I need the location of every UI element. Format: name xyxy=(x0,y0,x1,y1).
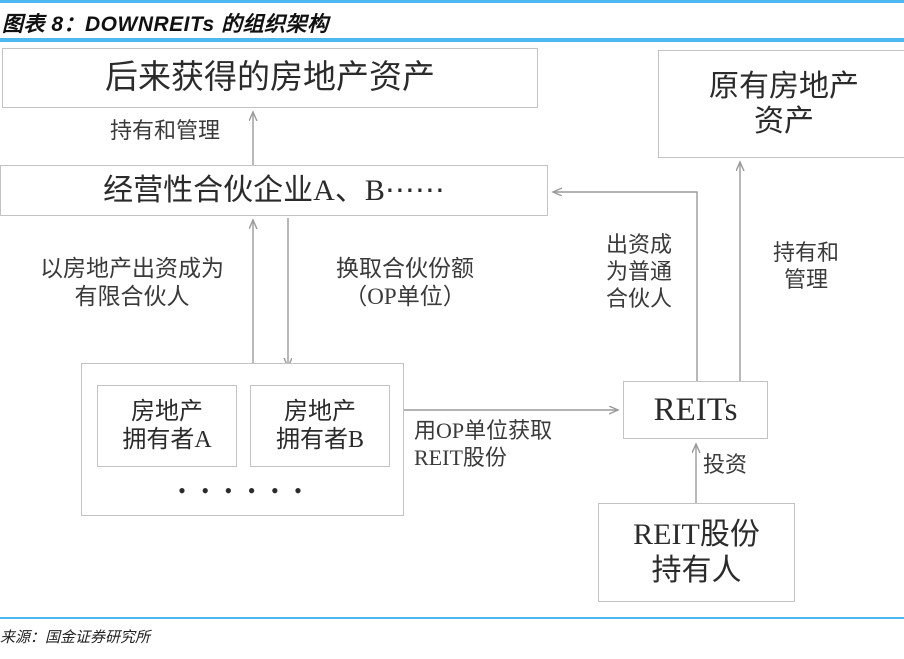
footer-divider-rule xyxy=(0,617,904,619)
edge-label-contribute-as-limited-partner: 以房地产出资成为 有限合伙人 xyxy=(40,256,224,310)
edge-label-invest: 投资 xyxy=(703,452,748,477)
node-reit-shareholders: REIT股份 持有人 xyxy=(598,503,795,602)
figure-title: 图表 8：DOWNREITs 的组织架构 xyxy=(2,13,329,36)
node-property-owner-a: 房地产 拥有者A xyxy=(97,385,237,467)
node-existing-real-estate-assets: 原有房地产 资产 xyxy=(658,50,904,158)
edge-label-hold-and-manage-left: 持有和管理 xyxy=(110,118,221,143)
edge-label-op-units-for-reit-shares: 用OP单位获取 REIT股份 xyxy=(414,418,553,470)
owners-ellipsis-label: • • • • • • xyxy=(178,478,307,503)
edge-label-exchange-op-units: 换取合伙份额 （OP单位） xyxy=(336,256,474,310)
title-divider-rule xyxy=(0,38,904,42)
node-reits: REITs xyxy=(623,381,768,439)
node-operating-partnership: 经营性合伙企业A、B⋯⋯ xyxy=(0,165,548,216)
source-note: 来源：国金证券研究所 xyxy=(0,629,151,646)
node-property-owner-b: 房地产 拥有者B xyxy=(250,385,390,467)
node-acquired-real-estate-assets: 后来获得的房地产资产 xyxy=(2,48,538,108)
edge-label-hold-and-manage-right: 持有和 管理 xyxy=(772,240,839,292)
edge-label-contribute-as-general-partner: 出资成 为普通 合伙人 xyxy=(605,232,672,311)
top-divider-rule xyxy=(0,0,904,3)
